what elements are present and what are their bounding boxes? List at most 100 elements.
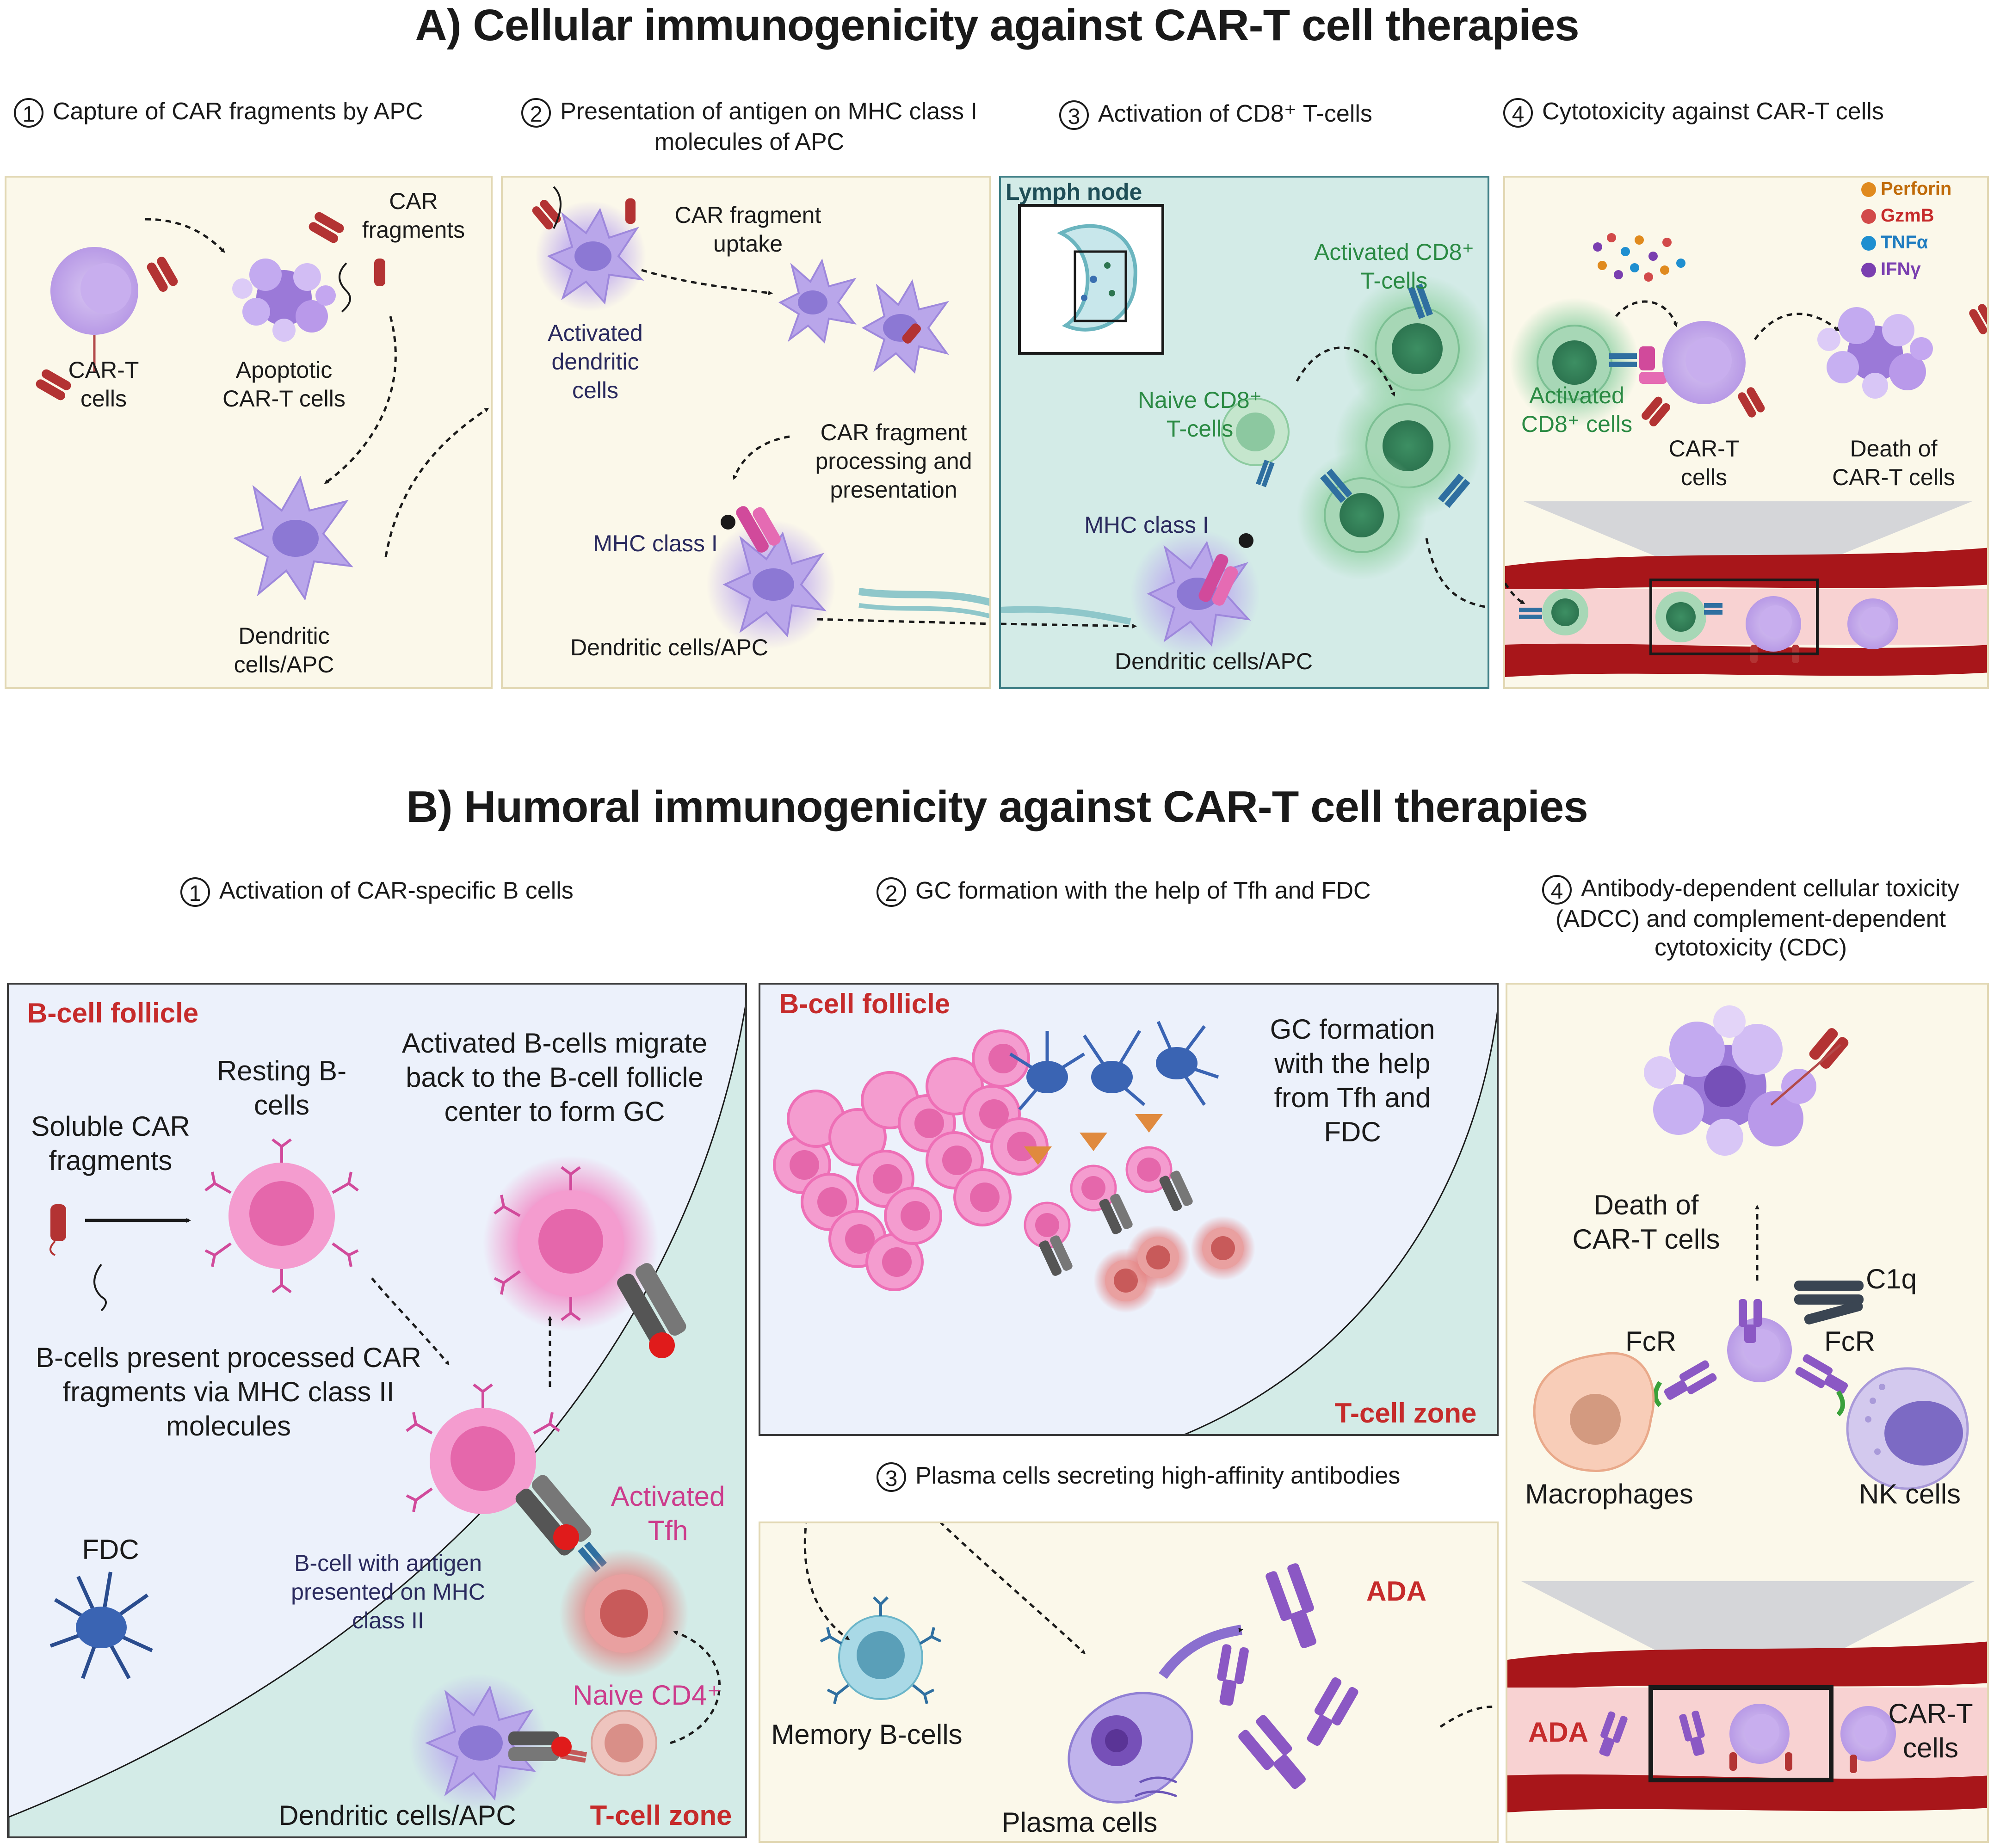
panel-b4-illustration <box>1507 1005 1987 1812</box>
panel-a2-illustration <box>532 186 989 649</box>
step-number: 1 <box>14 98 43 128</box>
label-memory: Memory B-cells <box>771 1719 963 1750</box>
label-follicle: B-cell follicle <box>779 988 951 1019</box>
step-number: 2 <box>521 98 551 128</box>
fdc <box>49 1571 153 1679</box>
dying-car-t <box>1644 1005 1816 1156</box>
soluble-car-fragment <box>49 1204 107 1312</box>
panel-b1: B-cell follicle Soluble CAR fragments Re… <box>7 983 747 1838</box>
panel-b3-illustration <box>803 1523 1497 1804</box>
label-death: Death of CAR-T cells <box>1572 1189 1720 1255</box>
step-number: 1 <box>180 877 210 907</box>
label-dendritic: Dendritic cells/APC <box>1115 648 1313 674</box>
panel-a2: CAR fragment uptake Activated dendritic … <box>501 176 991 689</box>
label-dendritic: Dendritic cells/APC <box>278 1800 516 1831</box>
label-macrophages: Macrophages <box>1525 1478 1693 1509</box>
label-mhc1: MHC class I <box>593 530 718 556</box>
label-tcell-zone: T-cell zone <box>590 1800 732 1831</box>
plasma-cell <box>1068 1692 1193 1804</box>
label-mhc1: MHC class I <box>1084 512 1209 538</box>
label-soluble: Soluble CAR fragments <box>31 1111 190 1176</box>
car-receptor <box>147 257 178 292</box>
step-b3: 3 Plasma cells secreting high-affinity an… <box>877 1461 1400 1492</box>
label-migrate: Activated B-cells migrate back to the B-… <box>401 1028 708 1127</box>
label-car-fragments: CAR fragments <box>362 188 465 243</box>
step-a2: 2 Presentation of antigen on MHC class I … <box>490 97 1008 156</box>
label-nk: NK cells <box>1858 1478 1961 1509</box>
panel-b2: B-cell follicle GC formation with the he… <box>759 983 1499 1436</box>
step-a4: 4 Cytotoxicity against CAR-T cells <box>1503 97 1884 128</box>
legend-swatch <box>1861 263 1876 278</box>
label-activated-tfh: Activated Tfh <box>611 1481 725 1546</box>
step-number: 3 <box>1059 100 1089 130</box>
legend-swatch <box>1861 182 1876 197</box>
legend-item: Perforin <box>1861 178 1951 202</box>
c1q <box>1794 1281 1864 1324</box>
panel-b3: Memory B-cells Plasma cells ADA <box>759 1522 1499 1843</box>
dying-cell <box>1817 307 1933 399</box>
step-text: Capture of CAR fragments by APC <box>53 98 423 125</box>
label-naive-cd4: Naive CD4⁺ <box>573 1680 722 1711</box>
label-lymph-node: Lymph node <box>1006 179 1142 205</box>
legend-swatch <box>1861 209 1876 224</box>
section-a-title: A) Cellular immunogenicity against CAR-T… <box>415 0 1579 50</box>
label-plasma: Plasma cells <box>1001 1807 1158 1838</box>
panel-b4: Death of CAR-T cells C1q FcR FcR Macroph… <box>1506 983 1989 1843</box>
step-number: 2 <box>877 877 906 907</box>
dendritic-cell <box>233 475 353 601</box>
section-b-title: B) Humoral immunogenicity against CAR-T … <box>406 782 1588 832</box>
label-activated-dc: Activated dendritic cells <box>548 320 643 403</box>
label-death: Death of CAR-T cells <box>1832 436 1955 490</box>
label-fcr-left: FcR <box>1625 1326 1676 1357</box>
panel-a1: CAR fragments CAR-T cells Apoptotic CAR-… <box>5 176 493 689</box>
panel-a4: Perforin GzmB TNFα IFNγ <box>1503 176 1989 689</box>
step-text: Plasma cells secreting high-affinity ant… <box>915 1462 1401 1489</box>
label-apoptotic: Apoptotic CAR-T cells <box>222 357 346 412</box>
cytokine-dots <box>1593 233 1685 282</box>
label-bcell-antigen: B-cell with antigen presented on MHC cla… <box>291 1550 485 1633</box>
mhc-class-ii <box>617 1263 686 1347</box>
legend-swatch <box>1861 236 1876 251</box>
label-activated-cd8: Activated CD8⁺ T-cells <box>1314 239 1474 294</box>
ada-antibodies <box>1217 1563 1358 1789</box>
label-resting: Resting B-cells <box>216 1055 347 1121</box>
step-number: 3 <box>877 1462 906 1492</box>
germinal-center <box>773 1029 1173 1291</box>
step-text: Antibody-dependent cellular toxicity (AD… <box>1556 875 1960 961</box>
step-text: GC formation with the help of Tfh and FD… <box>915 877 1371 904</box>
legend-item: IFNγ <box>1861 256 1951 283</box>
panel-a3: Lymph node Activated CD8⁺ T-cells Naive … <box>999 176 1489 689</box>
label-dendritic: Dendritic cells/APC <box>234 623 334 678</box>
label-present: B-cells present processed CAR fragments … <box>36 1342 421 1441</box>
label-ada: ADA <box>1528 1717 1588 1748</box>
label-fcr-right: FcR <box>1824 1326 1875 1357</box>
step-text: Activation of CD8⁺ T-cells <box>1098 100 1372 127</box>
step-b1: 1 Activation of CAR-specific B cells <box>180 876 574 907</box>
step-text: Presentation of antigen on MHC class I m… <box>560 98 977 156</box>
legend-item: GzmB <box>1861 202 1951 229</box>
step-number: 4 <box>1542 875 1572 905</box>
step-b2: 2 GC formation with the help of Tfh and F… <box>877 876 1371 907</box>
step-text: Cytotoxicity against CAR-T cells <box>1542 98 1884 125</box>
label-follicle: B-cell follicle <box>27 998 199 1029</box>
panel-a4-illustration <box>1505 233 1987 677</box>
step-text: Activation of CAR-specific B cells <box>219 877 574 904</box>
label-fdc: FDC <box>82 1534 139 1565</box>
cytokine-legend: Perforin GzmB TNFα IFNγ <box>1861 178 1951 283</box>
label-processing: CAR fragment processing and presentation <box>815 419 972 503</box>
label-dendritic: Dendritic cells/APC <box>570 634 768 660</box>
step-number: 4 <box>1503 98 1533 128</box>
label-ada: ADA <box>1366 1576 1426 1607</box>
panel-a3-illustration <box>1001 204 1488 659</box>
step-a3: 3 Activation of CD8⁺ T-cells <box>1059 99 1372 130</box>
label-car-t: CAR-T cells <box>1888 1698 1973 1763</box>
panel-b2-illustration <box>773 1011 1497 1434</box>
label-car-t: CAR-T cells <box>1668 436 1740 490</box>
label-c1q: C1q <box>1865 1263 1917 1294</box>
apoptotic-cell <box>232 259 336 342</box>
step-a1: 1 Capture of CAR fragments by APC <box>14 97 423 128</box>
panel-a1-illustration <box>36 212 489 601</box>
label-naive-cd8: Naive CD8⁺ T-cells <box>1137 387 1262 442</box>
nk-cell <box>1846 1367 1969 1490</box>
